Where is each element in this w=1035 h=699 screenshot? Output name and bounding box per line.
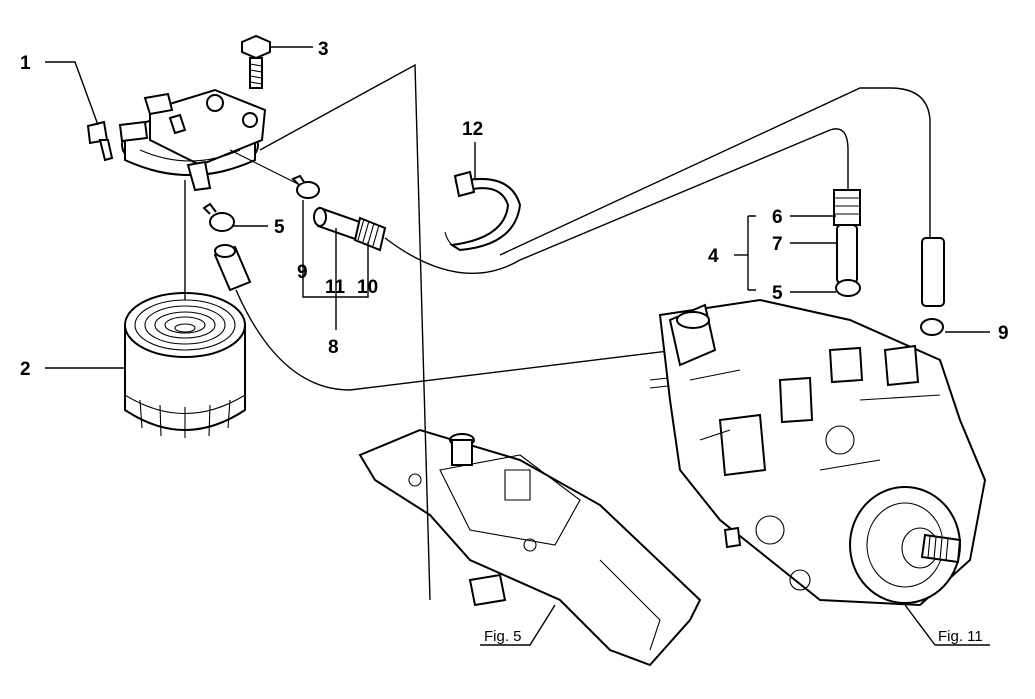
clamp-band-12	[444, 170, 522, 252]
callout-6: 6	[772, 207, 783, 228]
callout-10: 10	[357, 277, 378, 298]
hose-short	[213, 244, 252, 292]
callout-labels: 1 2 3 4 5 5 6 7 8 9 9 10 11 12	[20, 39, 1009, 380]
bolt	[241, 34, 271, 89]
callout-11: 11	[325, 277, 346, 298]
callout-5a: 5	[274, 217, 285, 238]
callout-9a: 9	[297, 262, 308, 283]
callout-12: 12	[462, 119, 483, 140]
return-hose	[921, 237, 945, 307]
mounting-bracket	[358, 428, 702, 667]
fig-11-reference: Fig. 11	[938, 628, 983, 645]
callout-4: 4	[708, 246, 719, 267]
figure-references: Fig. 5 Fig. 11	[484, 628, 983, 645]
fuel-lines	[229, 87, 931, 391]
fig-5-reference: Fig. 5	[484, 628, 522, 645]
hose-6-7	[833, 189, 861, 284]
callout-7: 7	[772, 234, 783, 255]
callout-3: 3	[318, 39, 329, 60]
clip-5a	[202, 202, 235, 232]
leader-lines	[45, 46, 990, 646]
callout-8: 8	[328, 337, 339, 358]
clip-5b	[835, 279, 861, 297]
callout-1: 1	[20, 53, 31, 74]
callout-2: 2	[20, 359, 31, 380]
clip-9b	[920, 318, 944, 336]
clip-9a	[291, 174, 320, 199]
callout-9b: 9	[998, 323, 1009, 344]
injection-pump	[649, 298, 987, 607]
callout-5b: 5	[772, 283, 783, 304]
hose-11-with-protector-10	[313, 206, 387, 252]
fuel-filter-element	[124, 292, 246, 438]
fuel-filter-head	[86, 88, 267, 192]
